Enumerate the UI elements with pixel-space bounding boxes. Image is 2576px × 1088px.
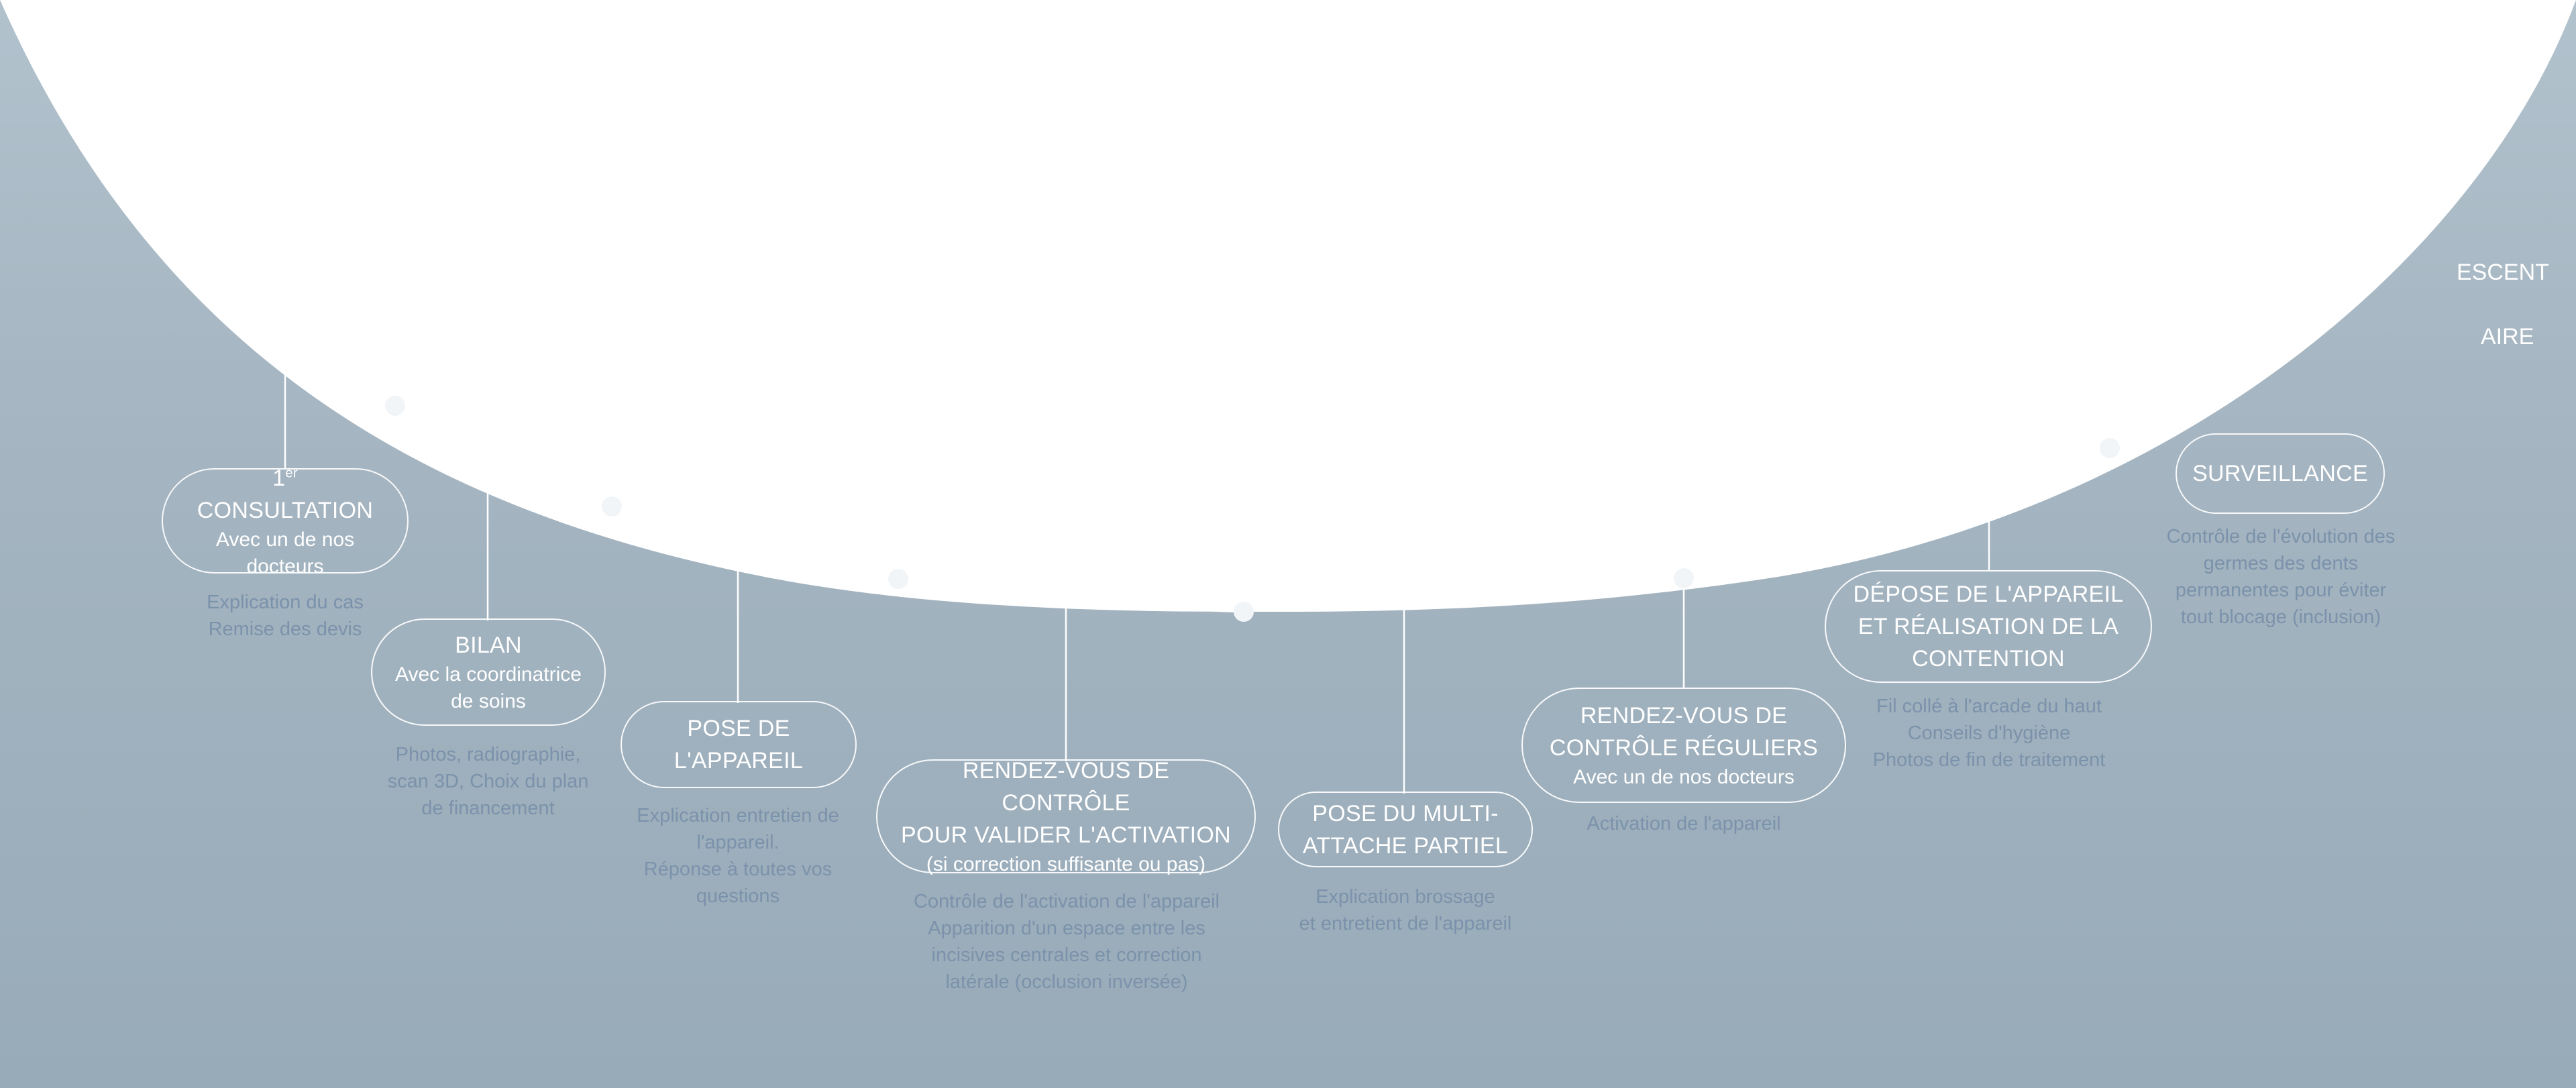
step-consultation-description: Explication du cas Remise des devis [207,592,364,640]
step-pose-multi-title: POSE DU MULTI- ATTACHE PARTIEL [1302,800,1509,859]
step-pose-appareil-description: Explication entretien de l'appareil. Rép… [637,805,839,907]
step-controle-activation-title: RENDEZ-VOUS DE CONTRÔLE POUR VALIDER L'A… [901,758,1231,848]
step-depose-description: Fil collé à l'arcade du haut Conseils d'… [1872,696,2106,771]
step-controles-reguliers: RENDEZ-VOUS DE CONTRÔLE RÉGULIERS Avec u… [1521,688,1846,803]
timeline-arc-line [280,331,1242,613]
milestone-dot-5 [1674,568,1694,588]
step-pose-appareil: POSE DE L'APPAREIL [621,701,857,788]
milestone-dot-1 [385,396,405,416]
step-pose-multi-description: Explication brossage et entretient de l'… [1299,886,1512,934]
step-surveillance: SURVEILLANCE [2176,433,2385,514]
milestone-dot-6 [2100,438,2120,458]
step-consultation: 1er CONSULTATION Avec un de nos docteurs [162,466,409,578]
time-label-5: TOUTES LES 6 SEMAINES [1603,501,1764,559]
corner-partial-text: ESCENT AIRE [2457,224,2549,385]
corner-line-1: ESCENT [2457,260,2549,285]
step-consultation-subtitle: Avec un de nos docteurs [215,528,355,578]
time-label-1: 2 SEM [371,360,441,386]
step-surveillance-title: SURVEILLANCE [2192,461,2368,486]
time-label-4: 3 MOIS [1205,565,1283,591]
time-label-6: 1 RDV/AN JUSQU'À 12 ANS [1952,368,2133,426]
step-bilan: BILAN Avec la coordinatrice de soins [371,618,606,726]
step-controles-reguliers-description: Activation de l'appareil [1587,813,1781,834]
step-surveillance-description: Contrôle de l'évolution des germes des d… [2166,526,2396,628]
step-bilan-title: BILAN [455,633,522,658]
time-label-2: 2 SEM [576,461,645,486]
step-pose-appareil-title: POSE DE L'APPAREIL [674,716,804,773]
step-pose-multi: POSE DU MULTI- ATTACHE PARTIEL [1278,792,1533,867]
milestone-dot-3 [888,569,908,589]
milestone-dot-4 [1234,602,1254,622]
step-depose: DÉPOSE DE L'APPAREIL ET RÉALISATION DE L… [1825,570,2152,683]
step-controles-reguliers-subtitle: Avec un de nos docteurs [1573,766,1794,788]
step-controle-activation: RENDEZ-VOUS DE CONTRÔLE POUR VALIDER L'A… [876,758,1256,875]
step-controle-activation-description: Contrôle de l'activation de l'appareil A… [913,891,1220,993]
step-depose-title: DÉPOSE DE L'APPAREIL ET RÉALISATION DE L… [1853,582,2124,671]
corner-line-2: AIRE [2481,324,2534,349]
step-consultation-title: 1er CONSULTATION [197,465,374,523]
timeline-arc-line-right [1683,341,2268,580]
time-label-3: 2 SEM [863,533,932,559]
milestone-dot-2 [602,496,622,516]
white-overlap-shape [0,0,2576,612]
step-controles-reguliers-title: RENDEZ-VOUS DE CONTRÔLE RÉGULIERS [1549,703,1819,761]
step-controle-activation-subtitle: (si correction suffisante ou pas) [926,853,1206,875]
step-bilan-description: Photos, radiographie, scan 3D, Choix du … [387,744,589,819]
step-bilan-subtitle: Avec la coordinatrice de soins [395,663,582,712]
